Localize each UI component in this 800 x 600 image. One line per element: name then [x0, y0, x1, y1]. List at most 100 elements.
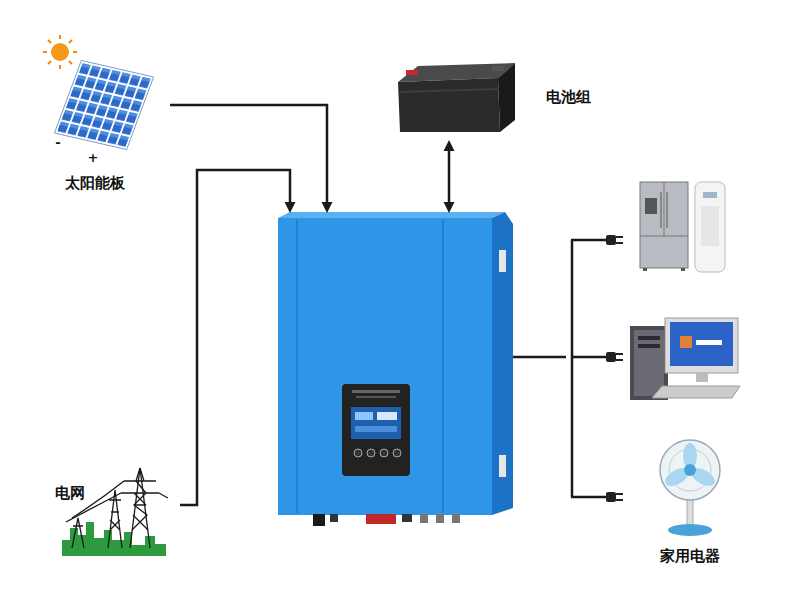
panel-button — [367, 449, 375, 457]
inverter-groove — [442, 220, 444, 513]
node-label: 家用电器 — [660, 547, 720, 565]
sun-ray — [69, 40, 72, 43]
ac-display — [703, 192, 717, 198]
power-grid-icon — [62, 468, 168, 556]
lcd-segment — [355, 412, 373, 420]
terminal — [452, 514, 460, 523]
sun-rays — [43, 35, 77, 69]
panel-print — [352, 390, 400, 393]
fridge-foot — [643, 268, 647, 271]
diagram-node — [278, 213, 513, 515]
pylon-arms — [121, 481, 159, 505]
connector-line — [170, 105, 327, 205]
node-label: 电池组 — [546, 88, 591, 106]
terminal — [402, 514, 412, 522]
pc-front — [634, 330, 664, 396]
fridge-icon — [640, 182, 688, 271]
arrow-head — [444, 202, 455, 213]
fridge-door-line — [664, 182, 665, 236]
panel-frame — [54, 60, 153, 149]
plug-prong — [616, 359, 623, 361]
inverter-groove — [296, 220, 298, 513]
fridge-foot — [681, 268, 685, 271]
plug-prong — [616, 242, 623, 244]
diagram-node: 太阳能板 — [40, 30, 170, 196]
fridge-handle — [660, 192, 662, 228]
diagram-node: 电网 — [40, 470, 180, 560]
connector — [170, 105, 333, 213]
plug-icon — [606, 235, 616, 245]
terminal — [313, 514, 325, 526]
inverter-housing — [278, 212, 513, 526]
connector-line — [448, 148, 451, 205]
battery-terminal — [492, 66, 504, 71]
bus-wire — [571, 496, 606, 499]
plug-prong — [616, 353, 623, 355]
power-line — [159, 493, 168, 498]
monitor-bezel — [665, 318, 738, 373]
plug-icons — [606, 235, 623, 502]
pylon-lattice — [132, 468, 148, 530]
plug-icon — [606, 352, 616, 362]
fan-hub — [684, 464, 696, 476]
battery-side — [498, 63, 515, 132]
fan-pole — [687, 498, 693, 526]
pylon-small — [72, 518, 84, 548]
screen-logo — [680, 336, 692, 348]
panel-print — [356, 396, 396, 398]
pylon-legs — [130, 468, 150, 548]
plug-prong — [616, 493, 623, 495]
terminal — [420, 514, 428, 523]
mount-bracket — [499, 455, 506, 477]
ac-body — [695, 182, 725, 272]
fan-icon — [660, 440, 720, 536]
appliance-bus — [571, 240, 606, 497]
control-panel — [342, 384, 410, 476]
sun-ray — [43, 51, 47, 53]
arrow-head — [285, 202, 296, 213]
terminal — [436, 514, 444, 523]
screen-logo — [696, 340, 722, 345]
connector-line — [180, 170, 290, 505]
panel-button — [354, 449, 362, 457]
fridge-body — [640, 182, 688, 268]
fridge-dispenser — [645, 198, 657, 214]
polarity-label: - — [55, 136, 60, 150]
sun-disc — [51, 43, 69, 61]
terminal — [330, 514, 338, 522]
connector-line — [513, 356, 566, 359]
fridge-handle — [666, 192, 668, 228]
pc-drive — [638, 336, 660, 340]
bus-wire — [571, 239, 606, 242]
ac-vent — [701, 206, 719, 246]
sun-ray — [59, 35, 61, 39]
fan-base — [668, 524, 712, 536]
fan-grill — [660, 440, 720, 500]
fridge-door-line — [640, 236, 688, 237]
pc-drive — [638, 344, 660, 348]
plug-icon — [606, 492, 616, 502]
plug-prong — [616, 499, 623, 501]
node-label: 太阳能板 — [65, 174, 125, 192]
arrow-head — [322, 202, 333, 213]
plug-prong — [616, 236, 623, 238]
battery-terminal — [406, 70, 418, 75]
sun-icon — [43, 35, 77, 69]
inverter-side — [492, 212, 513, 515]
connector — [180, 170, 296, 505]
bus-wire — [571, 356, 606, 359]
computer-icon — [630, 318, 740, 400]
sun-ray — [48, 61, 51, 64]
panel-button — [380, 449, 388, 457]
polarity-label: + — [88, 151, 99, 165]
diagram-node: 家用电器 — [566, 170, 766, 570]
battery-ridge — [400, 89, 499, 92]
mount-bracket — [499, 250, 506, 272]
panel-cells — [56, 62, 152, 148]
sun-ray — [48, 40, 51, 43]
lcd-screen — [351, 407, 401, 439]
bus-wire — [571, 240, 574, 497]
keyboard — [652, 386, 740, 398]
terminal — [366, 514, 396, 524]
